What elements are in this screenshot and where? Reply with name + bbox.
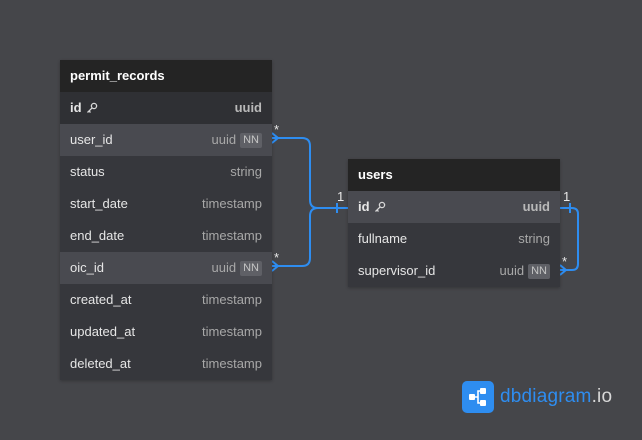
field-type: uuid xyxy=(211,132,237,147)
table-header[interactable]: permit_records xyxy=(60,60,272,92)
many-marker xyxy=(271,132,280,144)
field-name: supervisor_id xyxy=(358,263,436,278)
not-null-badge: NN xyxy=(528,263,550,279)
cardinality-users-id: 1 xyxy=(337,189,344,204)
field-name-cell: id xyxy=(70,92,98,124)
field-type: string xyxy=(518,231,550,246)
table-users[interactable]: users id uuid fullname string supervisor… xyxy=(348,159,560,287)
logo-icon xyxy=(462,381,494,413)
key-icon xyxy=(86,102,97,113)
field-name: end_date xyxy=(70,228,125,243)
field-name-cell: id xyxy=(358,191,386,223)
field-name: user_id xyxy=(70,132,113,147)
field-type: uuid xyxy=(522,199,550,214)
table-header[interactable]: users xyxy=(348,159,560,191)
cardinality-self-one: 1 xyxy=(563,189,570,204)
connector-oic-id xyxy=(272,207,348,267)
field-type: uuid xyxy=(211,260,237,275)
field-row[interactable]: end_date timestamp xyxy=(60,220,272,252)
field-type-cell: uuid NN xyxy=(500,255,550,287)
field-row[interactable]: updated_at timestamp xyxy=(60,316,272,348)
field-row[interactable]: id uuid xyxy=(348,191,560,223)
dbdiagram-logo[interactable]: dbdiagram.io xyxy=(462,381,612,413)
field-name: id xyxy=(358,199,370,214)
field-type: uuid xyxy=(234,100,262,115)
cardinality-oic-id: * xyxy=(274,250,279,265)
field-row[interactable]: deleted_at timestamp xyxy=(60,348,272,380)
field-type: timestamp xyxy=(202,324,262,339)
field-row[interactable]: supervisor_id uuid NN xyxy=(348,255,560,287)
logo-text-main: dbdiagram xyxy=(500,386,592,407)
logo-text: dbdiagram.io xyxy=(500,386,612,408)
field-row[interactable]: start_date timestamp xyxy=(60,188,272,220)
many-marker xyxy=(559,264,568,276)
cardinality-self-many: * xyxy=(562,254,567,269)
field-name: fullname xyxy=(358,231,408,246)
field-name: oic_id xyxy=(70,260,104,275)
field-name: start_date xyxy=(70,196,128,211)
field-row[interactable]: id uuid xyxy=(60,92,272,124)
field-type: timestamp xyxy=(202,292,262,307)
connector-supervisor-id xyxy=(560,207,579,271)
field-type-cell: uuid NN xyxy=(212,252,262,284)
field-name: id xyxy=(70,100,82,115)
many-marker xyxy=(271,260,280,272)
field-type: timestamp xyxy=(202,356,262,371)
field-type-cell: uuid NN xyxy=(212,124,262,156)
field-row[interactable]: fullname string xyxy=(348,223,560,255)
not-null-badge: NN xyxy=(240,132,262,148)
field-row[interactable]: status string xyxy=(60,156,272,188)
key-icon xyxy=(374,201,385,212)
not-null-badge: NN xyxy=(240,260,262,276)
field-type: string xyxy=(230,164,262,179)
field-type: timestamp xyxy=(202,228,262,243)
field-name: updated_at xyxy=(70,324,136,339)
field-name: status xyxy=(70,164,105,179)
table-permit-records[interactable]: permit_records id uuid user_id uuid NN s… xyxy=(60,60,272,380)
field-name: deleted_at xyxy=(70,356,131,371)
field-row[interactable]: user_id uuid NN xyxy=(60,124,272,156)
field-row[interactable]: created_at timestamp xyxy=(60,284,272,316)
logo-text-suffix: .io xyxy=(591,386,613,407)
field-type: timestamp xyxy=(202,196,262,211)
field-name: created_at xyxy=(70,292,132,307)
field-row[interactable]: oic_id uuid NN xyxy=(60,252,272,284)
cardinality-user-id: * xyxy=(274,122,279,137)
field-type: uuid xyxy=(499,263,525,278)
